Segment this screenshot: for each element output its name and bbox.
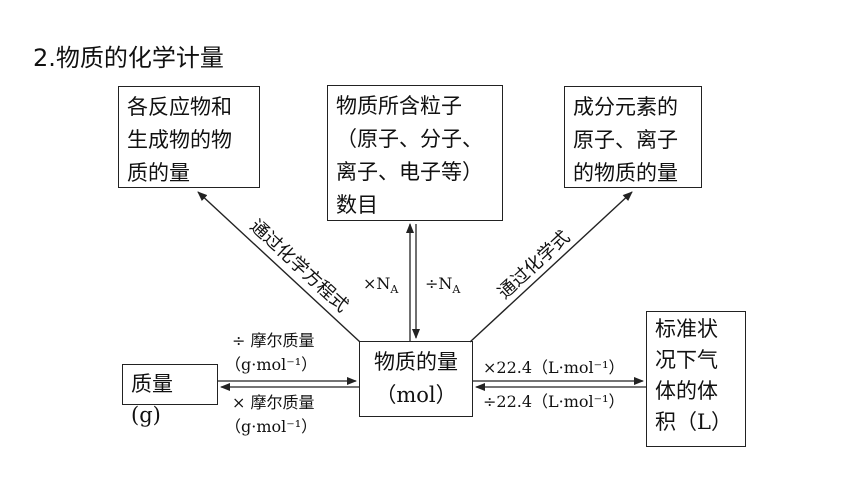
- elements-box: 成分元素的 原子、离子 的物质的量: [564, 86, 702, 188]
- arrow-to-reactants: [197, 191, 361, 343]
- particles-box: 物质所含粒子 （原子、分子、 离子、电子等） 数目: [327, 85, 503, 221]
- reactants-box: 各反应物和 生成物的物 质的量: [118, 86, 260, 188]
- divide-avogadro-label: ÷NA: [425, 274, 461, 297]
- arrow-to-elements: [469, 191, 633, 343]
- divide-molar-mass-label: ÷ 摩尔质量: [232, 331, 315, 350]
- times-molar-mass-label: × 摩尔质量: [232, 393, 315, 412]
- center-box: 物质的量 （mol）: [359, 341, 473, 417]
- mass-box: 质量 (g): [122, 364, 218, 427]
- times-molar-volume-label: ×22.4（L·mol⁻¹）: [483, 358, 625, 377]
- page-title: 2.物质的化学计量: [33, 44, 224, 72]
- molar-mass-unit-top-label: （g·mol⁻¹）: [225, 355, 318, 374]
- divide-molar-volume-label: ÷22.4（L·mol⁻¹）: [483, 392, 625, 411]
- gas-volume-box: 标准状 况下气 体的体 积（L）: [646, 311, 746, 447]
- molar-mass-unit-bottom-label: （g·mol⁻¹）: [225, 417, 318, 436]
- times-avogadro-label: ×NA: [363, 274, 399, 297]
